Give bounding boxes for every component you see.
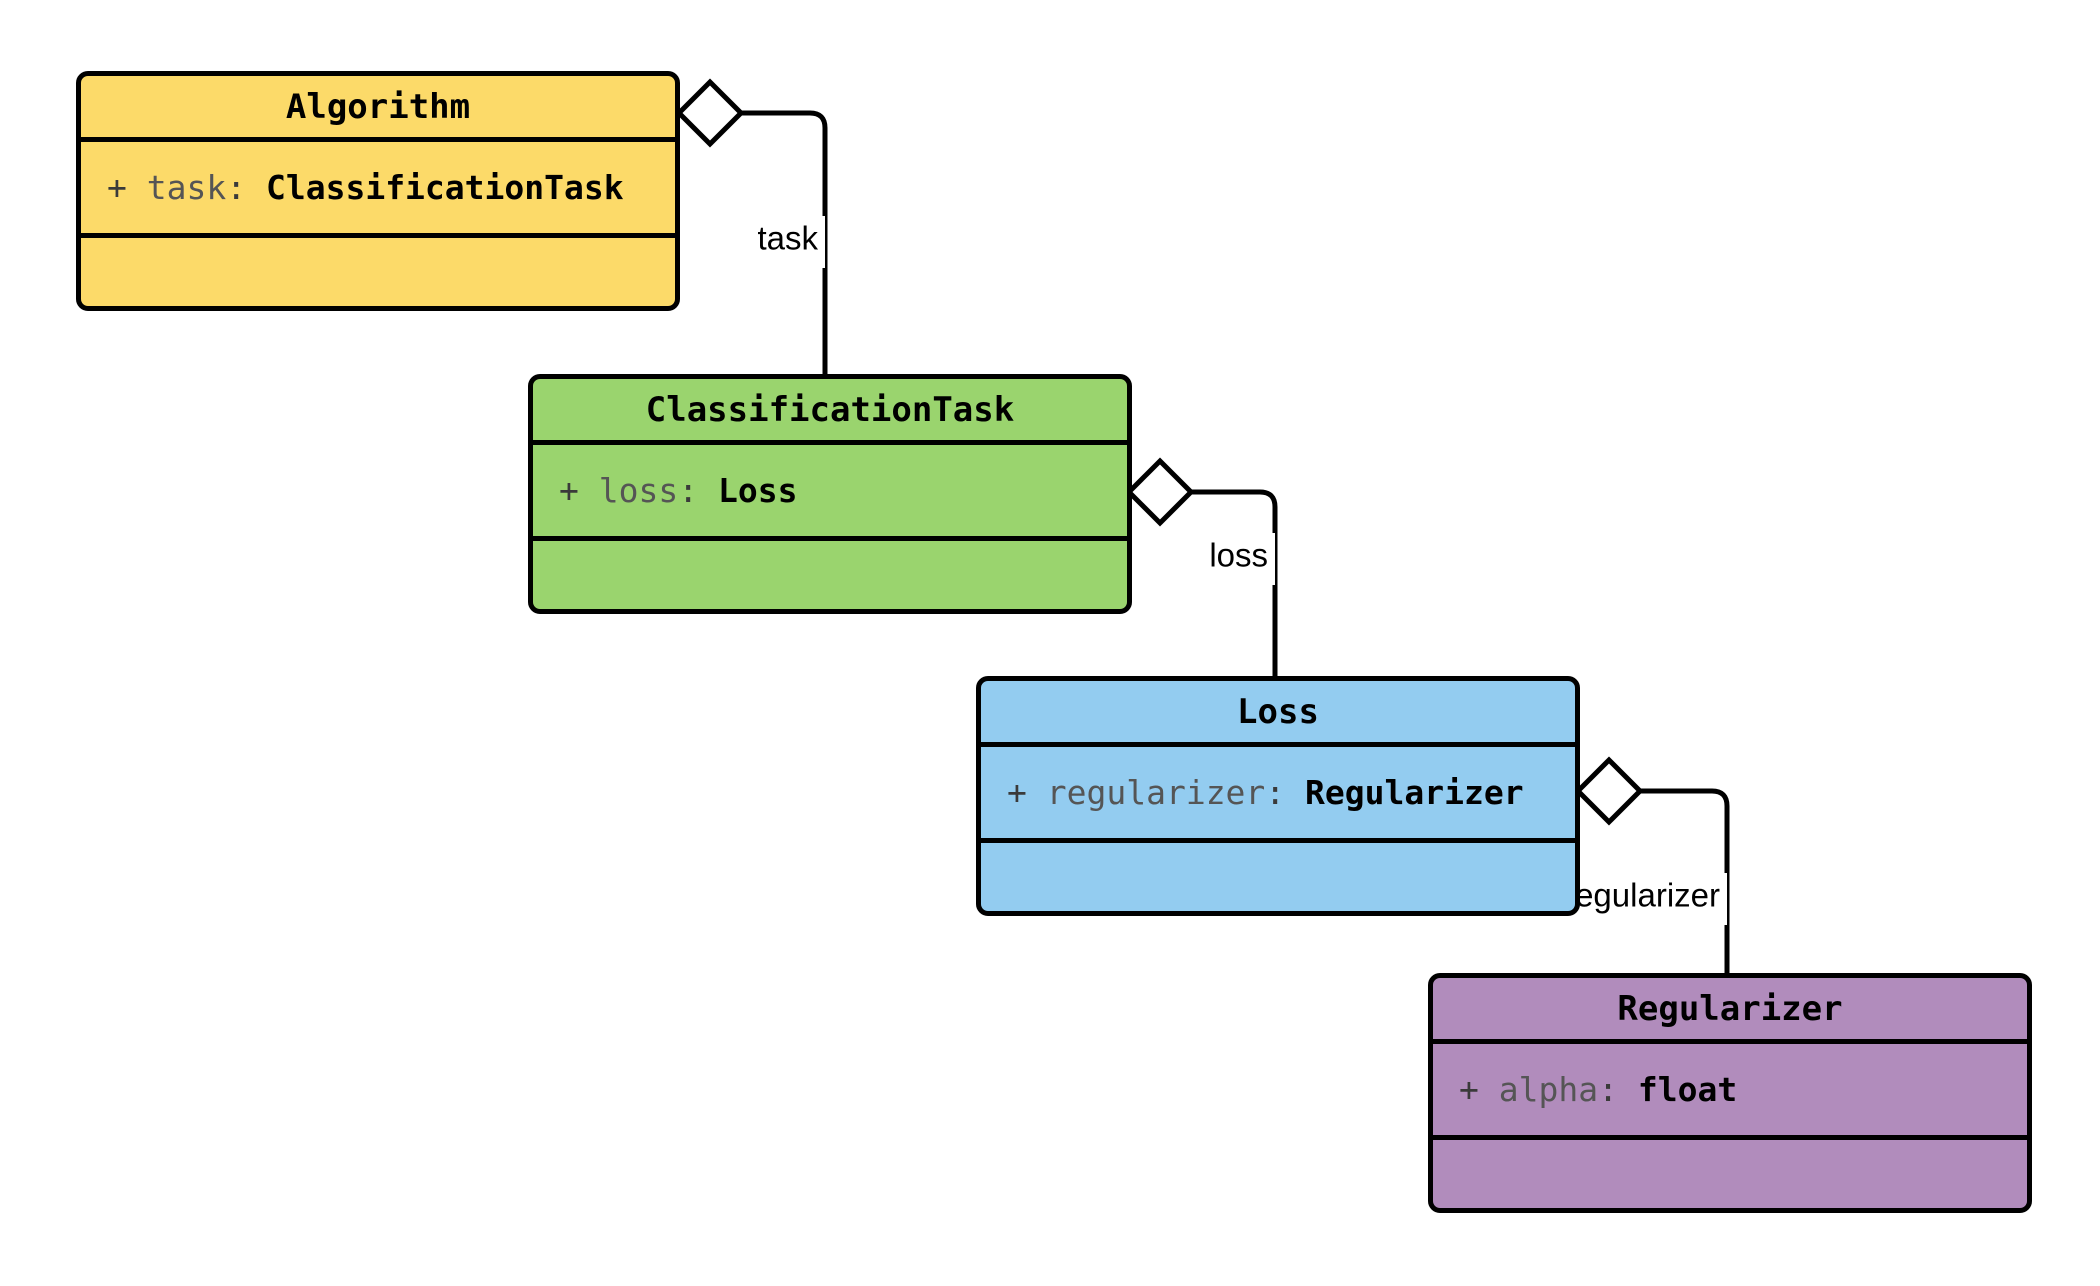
attribute-row: + task: ClassificationTask	[107, 168, 624, 207]
attribute-name: regularizer	[1046, 773, 1266, 812]
relation-label: loss	[1209, 537, 1268, 574]
class-name-regularizer: Regularizer	[1433, 978, 2027, 1044]
attribute-name: task	[146, 168, 227, 207]
class-methods-loss	[981, 843, 1575, 911]
aggregation-diamond-icon	[675, 78, 745, 148]
relation-line	[1191, 489, 1278, 676]
attribute-type: Regularizer	[1305, 773, 1524, 812]
uml-class-algorithm[interactable]: Algorithm + task: ClassificationTask	[76, 71, 680, 311]
class-name-classification-task: ClassificationTask	[533, 379, 1127, 445]
attribute-row: + regularizer: Regularizer	[1007, 773, 1524, 812]
class-attributes-algorithm: + task: ClassificationTask	[81, 142, 675, 238]
relation-label-backdrop	[780, 216, 825, 268]
relation-label-backdrop	[1625, 873, 1727, 925]
attribute-type: Loss	[717, 471, 798, 510]
attribute-visibility: +	[107, 168, 147, 207]
class-name-loss: Loss	[981, 681, 1575, 747]
attribute-separator: :	[678, 471, 718, 510]
relation-label: regularizer	[1564, 877, 1720, 914]
class-methods-classification-task	[533, 541, 1127, 609]
relation-rel-task[interactable]: task	[675, 78, 828, 374]
attribute-row: + loss: Loss	[559, 471, 797, 510]
attribute-visibility: +	[559, 471, 599, 510]
relation-line	[741, 110, 828, 374]
attribute-type: ClassificationTask	[265, 168, 624, 207]
attribute-visibility: +	[1007, 773, 1047, 812]
relation-rel-loss[interactable]: loss	[1125, 457, 1278, 676]
attribute-visibility: +	[1459, 1070, 1499, 1109]
uml-class-regularizer[interactable]: Regularizer + alpha: float	[1428, 973, 2032, 1213]
relation-rel-regularizer[interactable]: regularizer	[1564, 756, 1730, 973]
class-attributes-regularizer: + alpha: float	[1433, 1044, 2027, 1140]
attribute-separator: :	[1265, 773, 1306, 812]
attribute-name: alpha	[1498, 1070, 1599, 1109]
uml-class-classification-task[interactable]: ClassificationTask + loss: Loss	[528, 374, 1132, 614]
class-methods-algorithm	[81, 238, 675, 306]
uml-class-loss[interactable]: Loss + regularizer: Regularizer	[976, 676, 1580, 916]
relation-line	[1640, 788, 1730, 973]
attribute-separator: :	[1598, 1070, 1638, 1109]
aggregation-diamond-icon	[1574, 756, 1644, 826]
relation-label: task	[757, 220, 818, 257]
relation-label-backdrop	[1235, 533, 1275, 585]
attribute-type: float	[1637, 1070, 1738, 1109]
attribute-separator: :	[226, 168, 266, 207]
class-name-algorithm: Algorithm	[81, 76, 675, 142]
class-methods-regularizer	[1433, 1140, 2027, 1208]
aggregation-diamond-icon	[1125, 457, 1195, 527]
attribute-row: + alpha: float	[1459, 1070, 1737, 1109]
class-attributes-classification-task: + loss: Loss	[533, 445, 1127, 541]
attribute-name: loss	[598, 471, 679, 510]
class-attributes-loss: + regularizer: Regularizer	[981, 747, 1575, 843]
